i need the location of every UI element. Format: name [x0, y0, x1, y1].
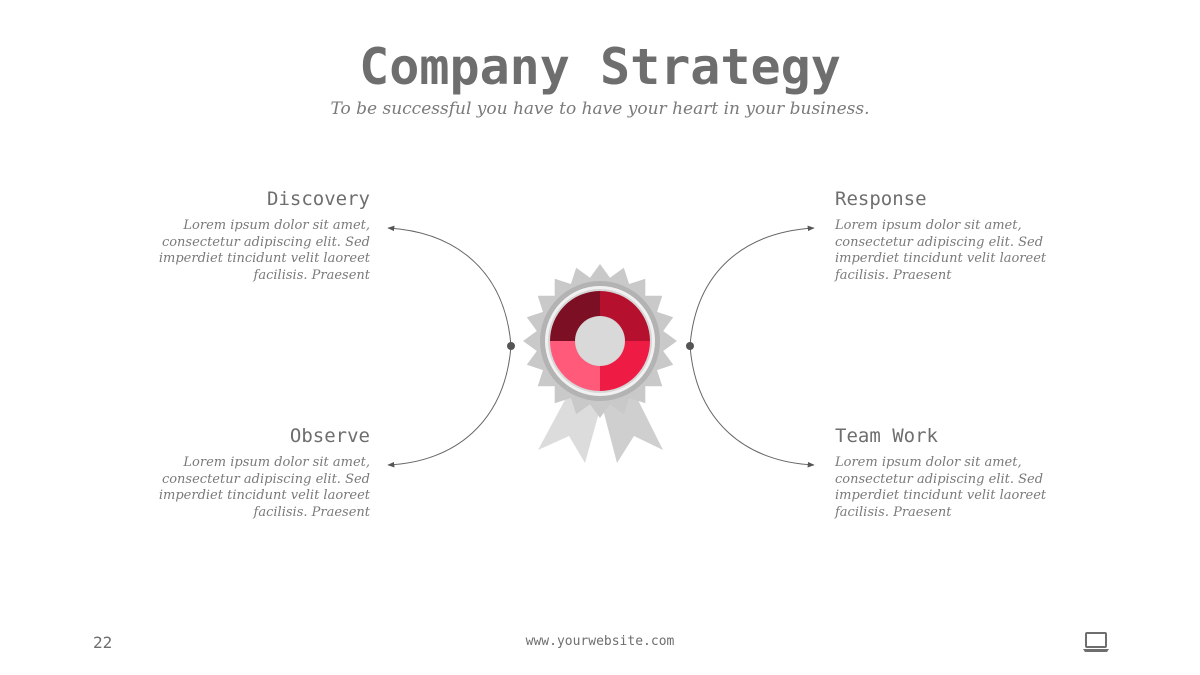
page-number: 22 — [93, 633, 113, 652]
item-heading: Team Work — [835, 425, 938, 447]
item-observe: Observe Lorem ipsum dolor sit amet, cons… — [140, 425, 370, 521]
connector-observe — [387, 345, 512, 468]
connector-teamwork — [689, 345, 815, 468]
ribbon-right — [600, 398, 663, 463]
segment-top-right — [600, 291, 650, 341]
item-discovery: Discovery Lorem ipsum dolor sit amet, co… — [140, 188, 370, 284]
badge-center — [576, 317, 624, 365]
connector-dot-right — [686, 342, 694, 350]
page-subtitle: To be successful you have to have your h… — [330, 99, 870, 119]
item-heading: Response — [835, 188, 927, 210]
segment-bottom-left — [550, 341, 600, 391]
item-text: Lorem ipsum dolor sit amet, consectetur … — [835, 218, 1047, 283]
page-title: Company Strategy — [359, 38, 841, 96]
segment-top-left — [550, 291, 600, 341]
item-text: Lorem ipsum dolor sit amet, consectetur … — [835, 455, 1047, 520]
item-response: Response Lorem ipsum dolor sit amet, con… — [835, 188, 1065, 284]
item-heading: Observe — [289, 425, 370, 447]
ribbon-left — [538, 398, 603, 463]
laptop-icon — [1083, 632, 1109, 652]
item-teamwork: Team Work Lorem ipsum dolor sit amet, co… — [835, 425, 1065, 521]
connector-discovery — [387, 225, 512, 347]
item-text: Lorem ipsum dolor sit amet, consectetur … — [158, 455, 370, 520]
item-heading: Discovery — [267, 188, 370, 210]
connector-response — [689, 225, 815, 347]
website-link[interactable]: www.yourwebsite.com — [525, 634, 675, 649]
segment-bottom-right — [600, 341, 650, 391]
item-text: Lorem ipsum dolor sit amet, consectetur … — [158, 218, 370, 283]
connector-dot-left — [507, 342, 515, 350]
award-ribbon-icon — [523, 264, 677, 463]
